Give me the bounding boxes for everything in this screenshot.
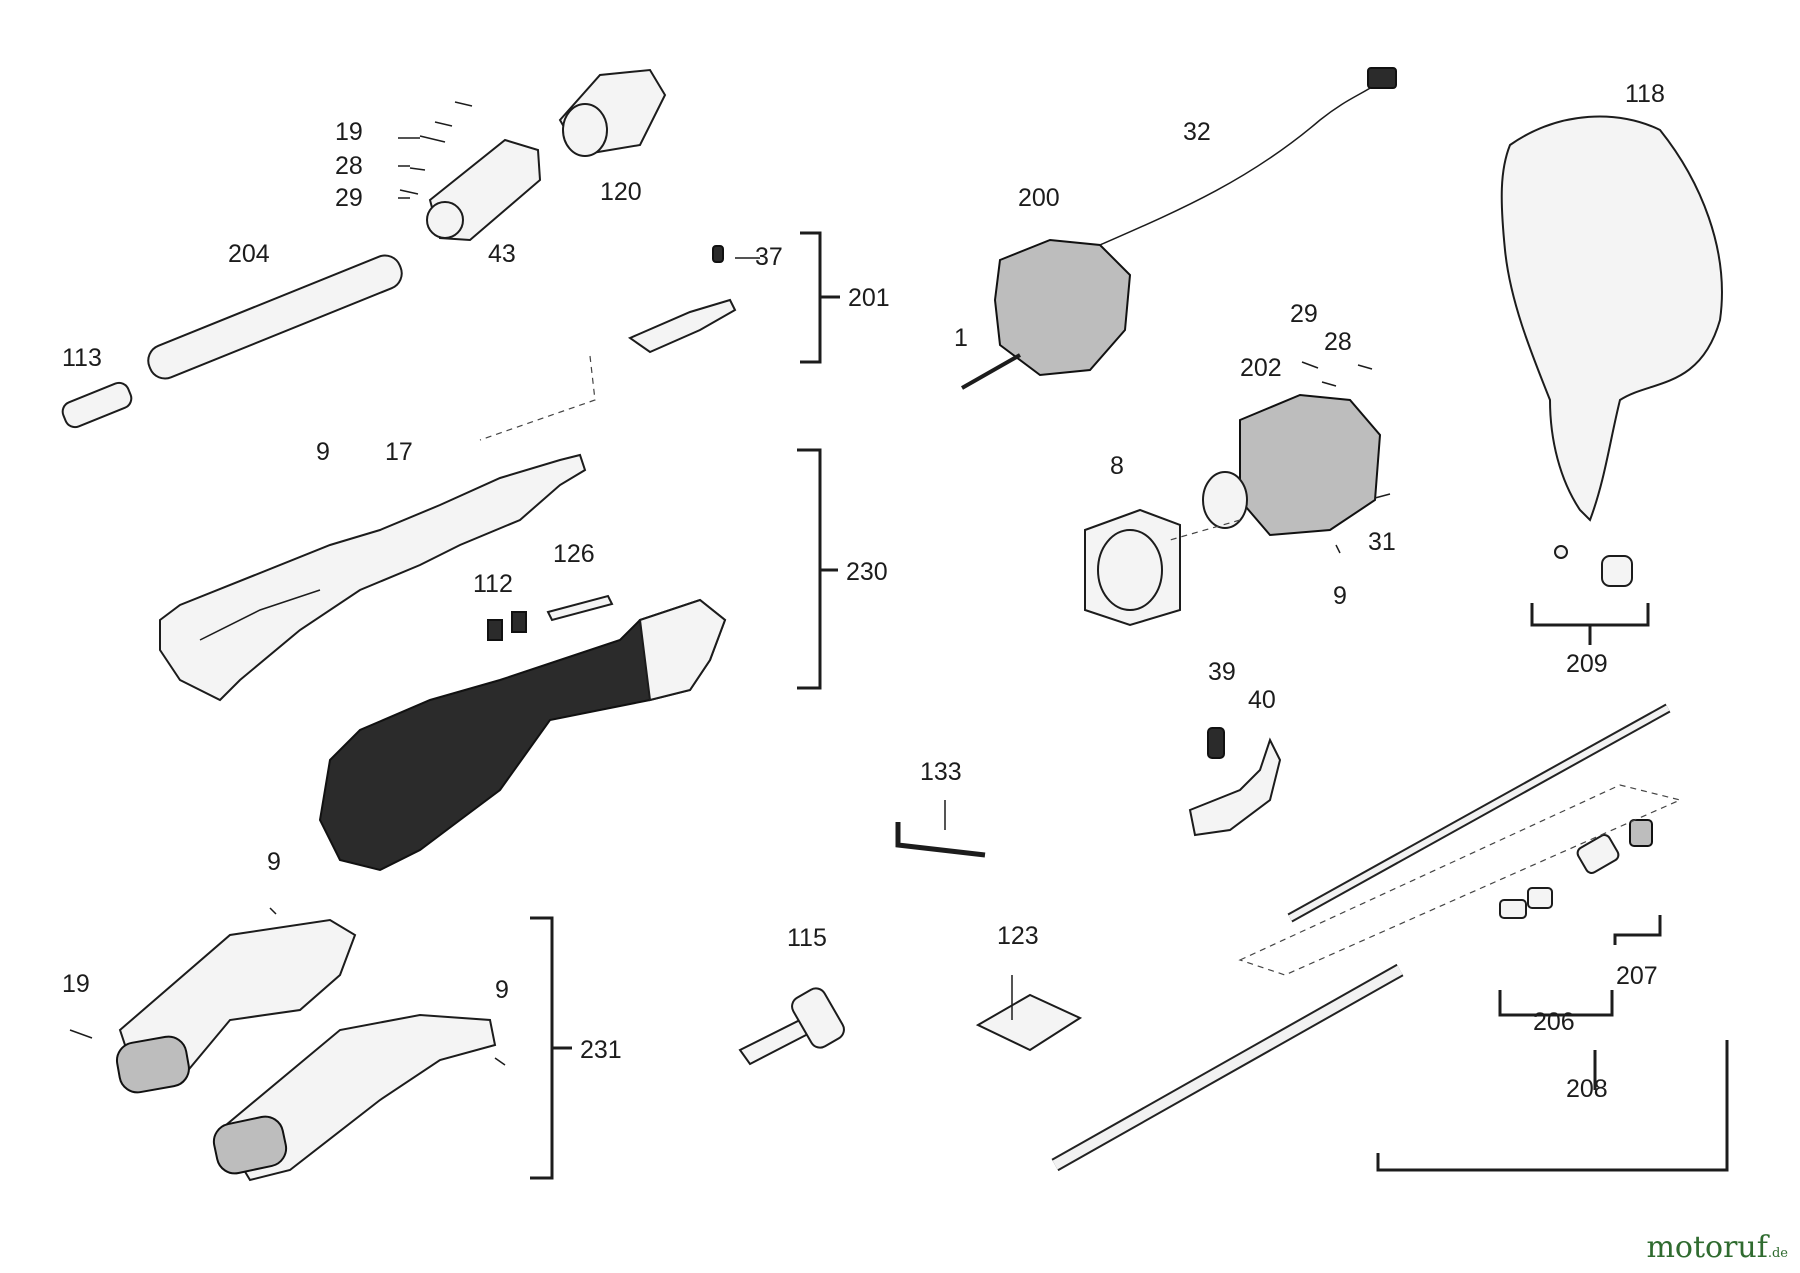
part-231-handle-upper [115,918,357,1094]
part-113-adapter [61,381,133,429]
watermark-tld: .de [1767,1246,1788,1261]
part-209-clamp [1554,545,1633,587]
part-120-cover [558,68,667,157]
label-43: 43 [488,240,516,268]
part-118-guard [1500,115,1723,522]
parts-dashed-leaders [479,355,1682,976]
part-123-sticker [975,993,1083,1052]
label-1: 1 [954,324,968,352]
bracket-230 [797,448,838,690]
label-209: 209 [1566,650,1608,678]
label-29-motor: 29 [1290,300,1318,328]
label-126: 126 [553,540,595,568]
label-29-top: 29 [335,184,363,212]
label-208: 208 [1566,1075,1608,1103]
part-201-lever [627,245,737,354]
watermark-name: motoruf [1646,1230,1768,1265]
bracket-201 [800,231,840,364]
label-115: 115 [787,924,827,952]
part-204-tube [147,254,403,380]
label-40: 40 [1248,686,1276,714]
part-202-gearbox [1202,393,1382,537]
callout-numbers: 19 28 29 120 43 204 113 37 201 9 17 126 … [62,80,1665,1103]
label-206: 206 [1533,1008,1575,1036]
label-204: 204 [228,240,270,268]
bracket-208 [1376,1040,1729,1172]
bracket-207 [1613,915,1662,945]
label-200: 200 [1018,184,1060,212]
watermark-logo: motoruf.de [1646,1230,1788,1265]
label-17: 17 [385,438,413,466]
label-19-handle: 19 [62,970,90,998]
label-28-top: 28 [335,152,363,180]
label-201: 201 [848,284,890,312]
part-230-housing-half-right [318,598,727,872]
part-231-handle-lower [212,1013,497,1182]
label-118: 118 [1625,80,1665,108]
label-112: 112 [473,570,513,598]
label-32: 32 [1183,118,1211,146]
label-230: 230 [846,558,888,586]
part-115-spanner [738,987,845,1066]
label-113: 113 [62,344,102,372]
screws-19-28-29 [399,101,473,195]
label-19-top: 19 [335,118,363,146]
label-231: 231 [580,1036,622,1064]
part-200-motor-board [993,67,1397,377]
label-9-handle-right: 9 [495,976,509,1004]
label-31: 31 [1368,528,1396,556]
part-207-drive [1576,819,1653,874]
label-123: 123 [997,922,1039,950]
label-9-handle-top: 9 [267,848,281,876]
label-133: 133 [920,758,962,786]
screws-29-28-31-9 [1301,361,1391,554]
part-133-hex-key [895,822,986,858]
part-43-coupler [426,138,542,242]
leader-lines [398,137,1013,1020]
label-8: 8 [1110,452,1124,480]
part-8-ring [1084,508,1181,627]
part-39-spring [1207,727,1225,759]
label-9-housing: 9 [316,438,330,466]
part-230-housing-half-left [159,453,587,702]
label-202: 202 [1240,354,1282,382]
part-1-bolt [961,353,1021,390]
label-28-motor: 28 [1324,328,1352,356]
bracket-231 [530,916,572,1180]
bracket-209 [1530,603,1650,645]
label-39: 39 [1208,658,1236,686]
part-206-coupling [1499,887,1553,919]
label-9-motor: 9 [1333,582,1347,610]
part-40-trigger [1188,737,1282,837]
label-120: 120 [600,178,642,206]
label-207: 207 [1616,962,1658,990]
bracket-206 [1498,990,1614,1017]
part-208-shaft [1051,703,1671,1172]
parts-112-126-labels [487,594,614,641]
screws-19-9-handle [69,907,506,1066]
label-37: 37 [755,243,783,271]
